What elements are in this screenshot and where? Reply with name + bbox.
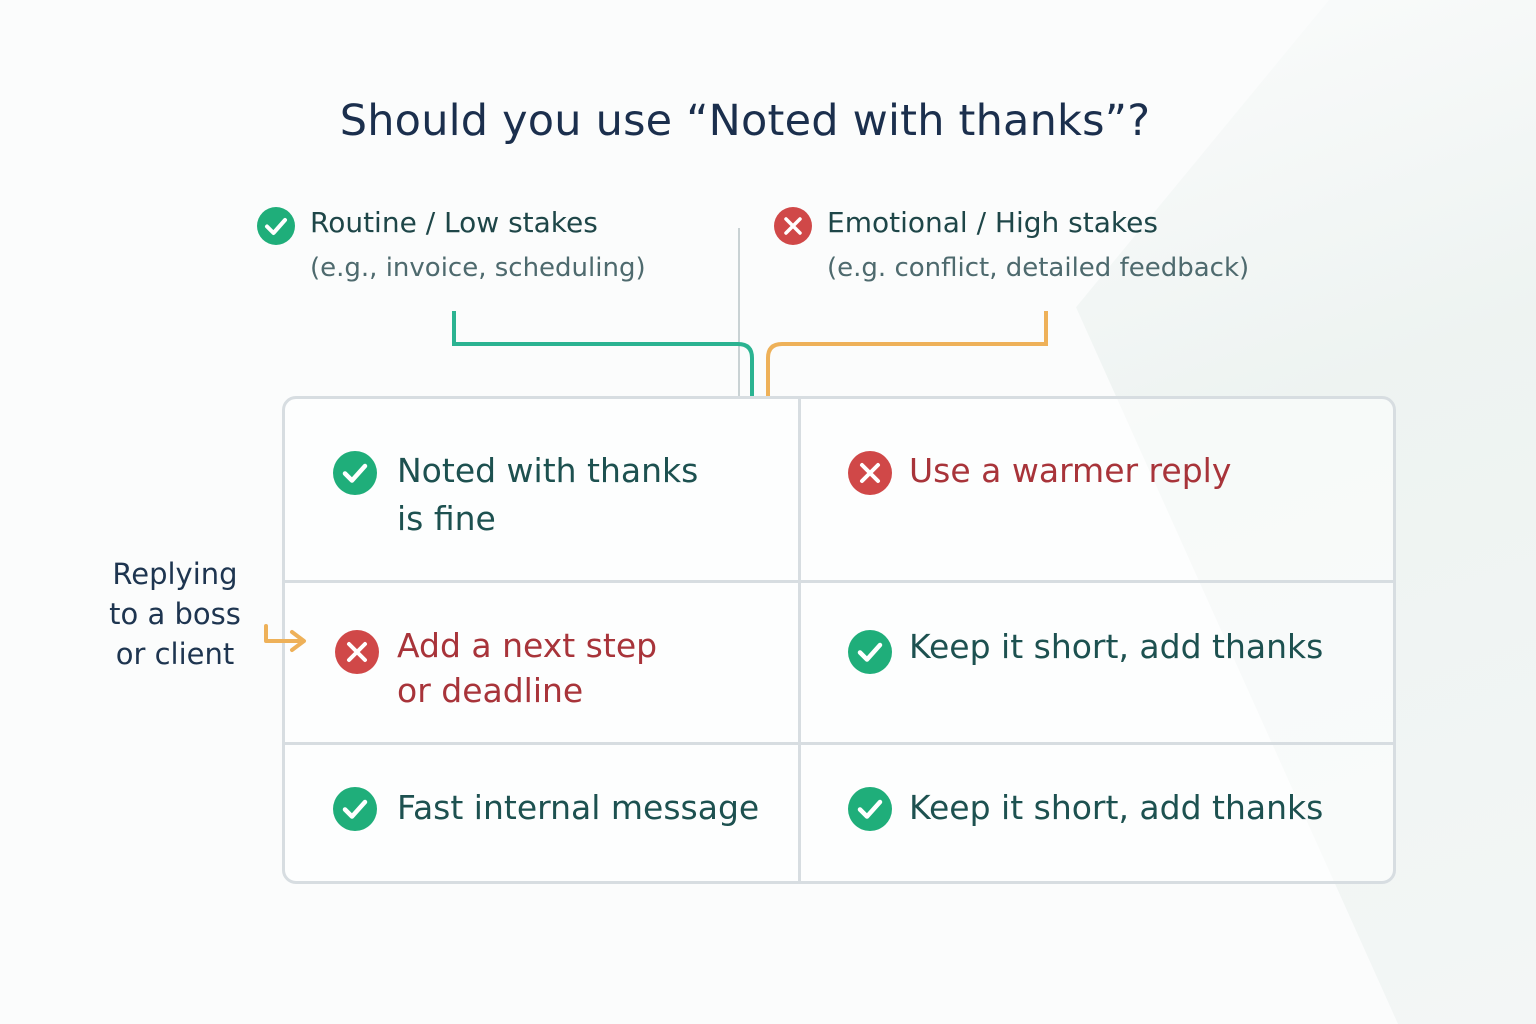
decision-grid <box>282 396 1396 884</box>
row-label-line: Replying <box>112 557 238 591</box>
check-circle-icon <box>848 630 892 674</box>
grid-divider-vertical <box>798 398 801 884</box>
cell-line: Fast internal message <box>397 788 760 827</box>
row-label-line: to a boss <box>109 597 241 631</box>
cell-line: Use a warmer reply <box>909 451 1232 490</box>
x-circle-icon <box>848 451 892 495</box>
row-label-boss-client: Replying to a boss or client <box>100 554 250 674</box>
cell-emotional-row1: Use a warmer reply <box>909 447 1231 495</box>
grid-divider-horizontal <box>284 580 1395 583</box>
column-example-routine: (e.g., invoice, scheduling) <box>310 253 646 283</box>
orange-connector <box>766 311 1048 396</box>
column-divider <box>738 228 740 398</box>
arrow-right-icon <box>264 624 306 652</box>
page-title: Should you use “Noted with thanks”? <box>339 96 1151 146</box>
cell-routine-row3: Fast internal message <box>397 784 759 832</box>
cell-line: is fine <box>397 499 496 538</box>
row-label-line: or client <box>115 637 235 671</box>
cell-line: Noted with thanks <box>397 451 699 490</box>
x-circle-icon <box>335 630 379 674</box>
column-example-emotional: (e.g. conflict, detailed feedback) <box>827 253 1250 283</box>
green-connector <box>452 311 754 396</box>
check-circle-icon <box>848 787 892 831</box>
check-circle-icon <box>257 207 295 245</box>
cell-emotional-row2: Keep it short, add thanks <box>909 623 1323 671</box>
connector-lines <box>452 311 1048 396</box>
cell-line: or deadline <box>397 671 584 710</box>
cell-routine-row2: Add a next step or deadline <box>397 623 657 713</box>
grid-divider-horizontal <box>284 742 1395 745</box>
column-header-routine: Routine / Low stakes <box>310 206 598 239</box>
column-header-emotional: Emotional / High stakes <box>827 206 1158 239</box>
cell-routine-row1: Noted with thanks is fine <box>397 447 698 543</box>
x-circle-icon <box>774 207 812 245</box>
cell-line: Keep it short, add thanks <box>909 627 1324 666</box>
cell-line: Add a next step <box>397 626 658 665</box>
cell-line: Keep it short, add thanks <box>909 788 1324 827</box>
cell-emotional-row3: Keep it short, add thanks <box>909 784 1323 832</box>
check-circle-icon <box>333 787 377 831</box>
check-circle-icon <box>333 451 377 495</box>
